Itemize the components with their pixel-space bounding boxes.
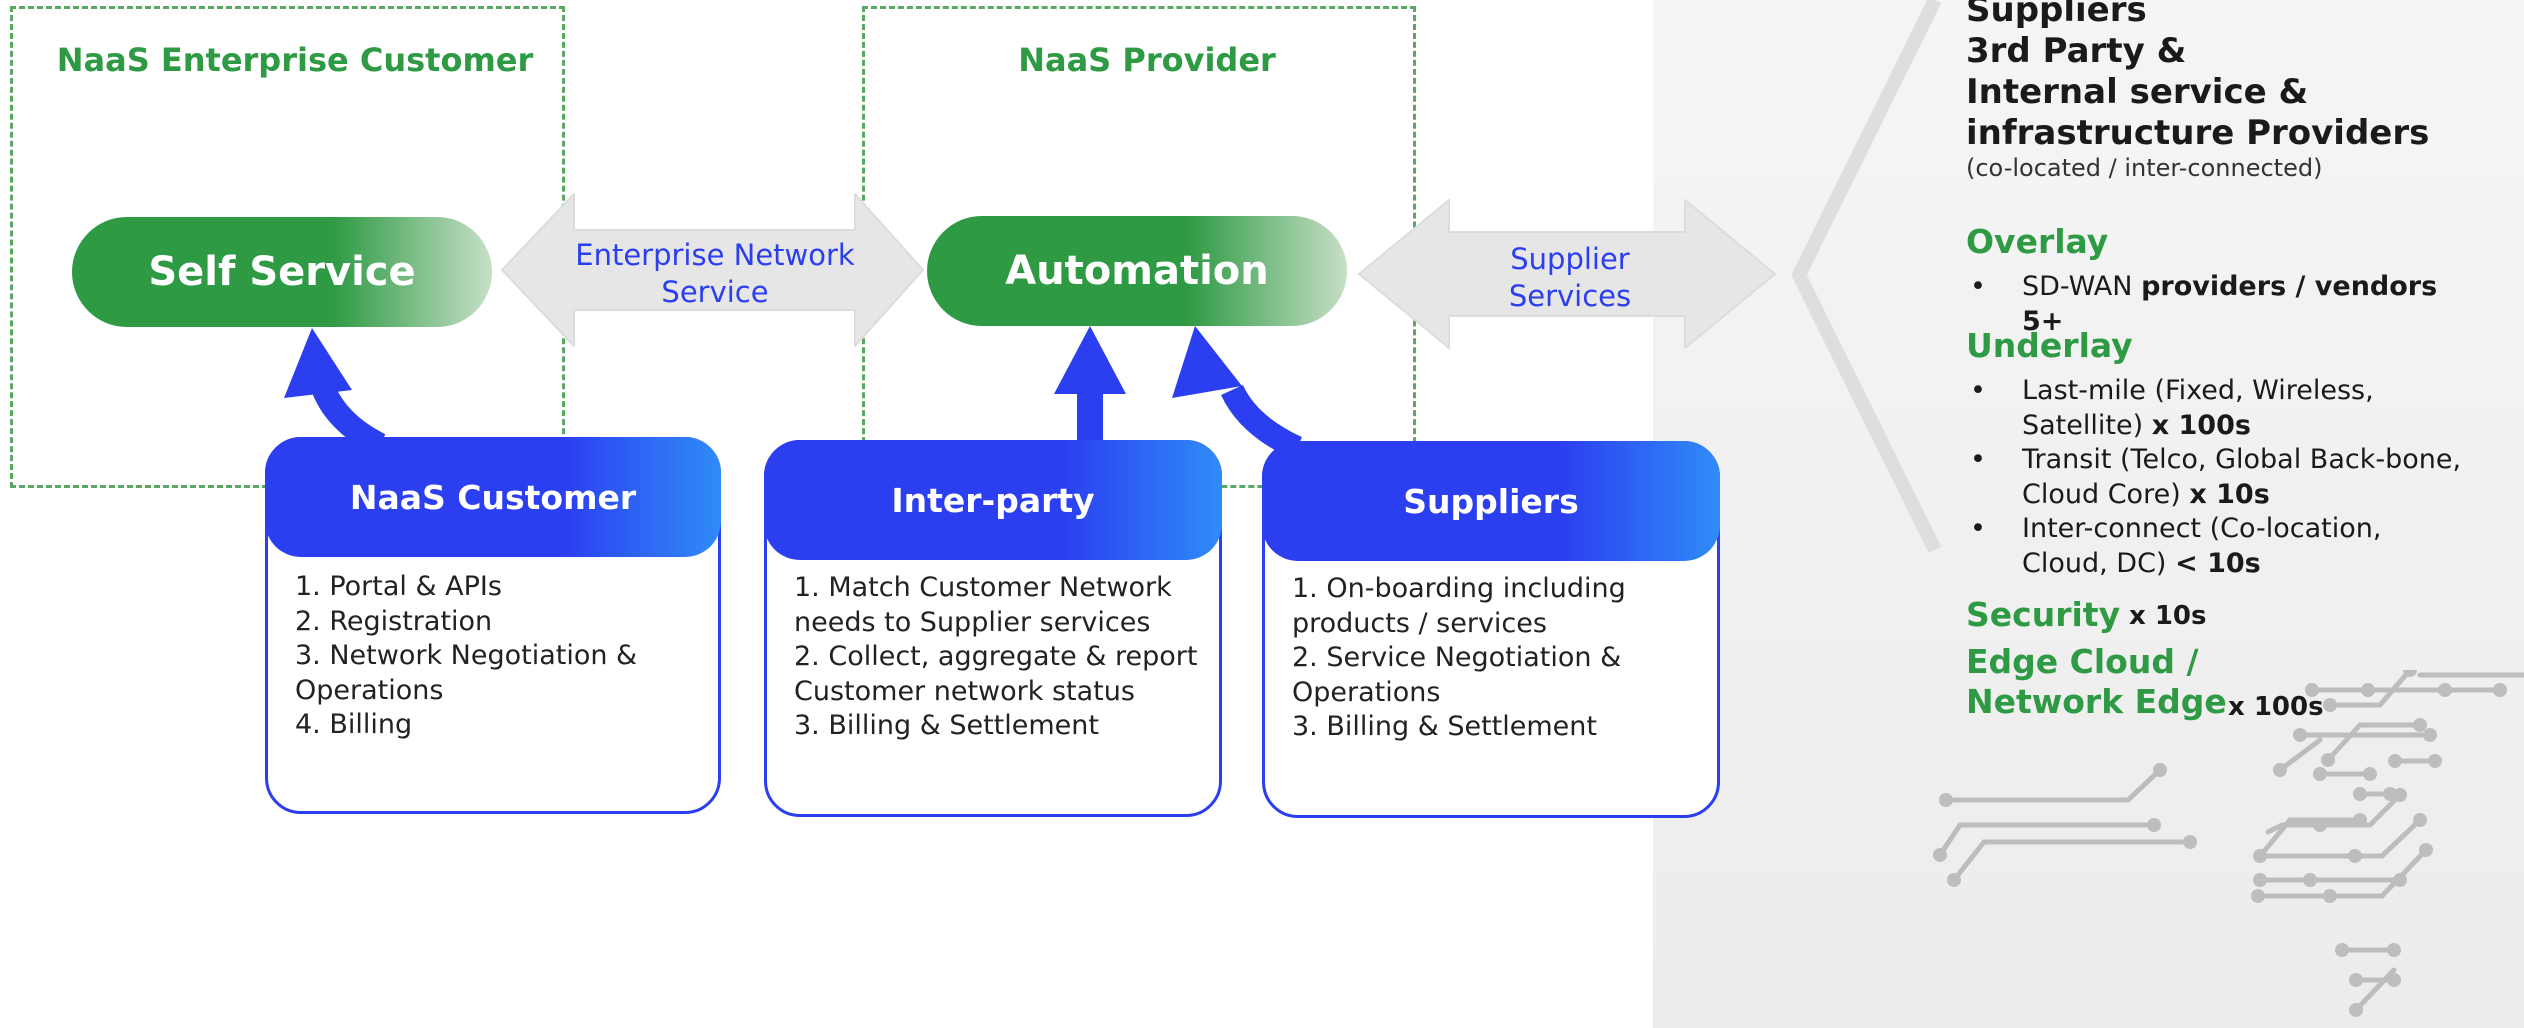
list-item: 1. On-boarding including products / serv… xyxy=(1292,573,1626,639)
suppliers-card-title: Suppliers xyxy=(1262,441,1720,561)
list-item: • Transit (Telco, Global Back-bone, Clou… xyxy=(1966,443,2466,512)
list-item: • Last-mile (Fixed, Wireless, Satellite)… xyxy=(1966,374,2466,443)
customer-to-self-service-arrow xyxy=(284,328,386,450)
inter-party-card-list: 1. Match Customer Network needs to Suppl… xyxy=(794,571,1203,744)
bullet: • xyxy=(1970,375,1986,406)
overlay-title: Overlay xyxy=(1966,222,2109,261)
circuit-decoration xyxy=(1933,670,2524,1017)
automation-pill[interactable]: Automation xyxy=(927,216,1347,326)
naas-customer-card: NaaS Customer 1. Portal & APIs 2. Regist… xyxy=(265,437,721,814)
edge-multiplier: x 100s xyxy=(2228,692,2324,722)
provider-group-title: NaaS Provider xyxy=(1018,41,1276,79)
underlay-item-text: Transit (Telco, Global Back-bone, Cloud … xyxy=(2022,444,2462,510)
interparty-to-automation-arrow xyxy=(1054,326,1126,454)
enterprise-network-service-label: Enterprise Network Service xyxy=(560,237,870,311)
suppliers-heading-line: Internal service & xyxy=(1966,72,2309,112)
self-service-pill[interactable]: Self Service xyxy=(72,217,492,327)
list-item: 3. Network Negotiation & Operations xyxy=(295,640,638,706)
underlay-item-bold: < 10s xyxy=(2175,547,2261,579)
inter-party-card: Inter-party 1. Match Customer Network ne… xyxy=(764,440,1222,817)
list-item: 2. Registration xyxy=(295,605,493,637)
suppliers-card: Suppliers 1. On-boarding including produ… xyxy=(1262,441,1720,818)
list-item: 1. Match Customer Network needs to Suppl… xyxy=(794,572,1172,638)
suppliers-subtitle: (co-located / inter-connected) xyxy=(1966,154,2323,182)
suppliers-card-list: 1. On-boarding including products / serv… xyxy=(1292,572,1677,745)
edge-title-line: Edge Cloud / xyxy=(1966,642,2199,681)
bullet: • xyxy=(1970,271,1986,302)
suppliers-heading-line: 3rd Party & xyxy=(1966,31,2187,71)
bullet: • xyxy=(1970,444,1986,475)
list-item: • SD-WAN providers / vendors 5+ xyxy=(1966,270,2486,339)
suppliers-to-automation-arrow xyxy=(1172,326,1303,459)
underlay-item-text: Last-mile (Fixed, Wireless, Satellite) xyxy=(2022,375,2374,441)
list-item: • Inter-connect (Co-location, Cloud, DC)… xyxy=(1966,512,2466,581)
edge-title-line: Network Edge xyxy=(1966,682,2227,721)
overlay-item-bold: providers / vendors 5+ xyxy=(2022,271,2438,337)
security-multiplier: x 10s xyxy=(2129,601,2207,631)
security-title: Security xyxy=(1966,595,2121,634)
supplier-services-arrow xyxy=(1358,199,1776,349)
enterprise-network-service-arrow xyxy=(501,193,924,347)
overlay-item-text: SD-WAN xyxy=(2022,271,2142,302)
inter-party-card-title: Inter-party xyxy=(764,440,1222,560)
naas-customer-card-title: NaaS Customer xyxy=(265,437,721,557)
bullet: • xyxy=(1970,513,1986,544)
list-item: 2. Service Negotiation & Operations xyxy=(1292,642,1622,708)
suppliers-heading: Suppliers 3rd Party & Internal service &… xyxy=(1966,0,2429,154)
enterprise-label-line2: Service xyxy=(661,275,769,309)
list-item: 1. Portal & APIs xyxy=(295,571,502,602)
supplier-label-line1: Supplier xyxy=(1510,242,1630,276)
edge-title: Edge Cloud / Network Edge xyxy=(1966,642,2227,722)
customer-group-title: NaaS Enterprise Customer xyxy=(56,41,534,79)
underlay-item-bold: x 10s xyxy=(2189,478,2270,510)
supplier-label-line2: Services xyxy=(1508,279,1632,313)
suppliers-bracket xyxy=(1792,0,1942,554)
list-item: 3. Billing & Settlement xyxy=(1292,711,1597,742)
underlay-item-text: Inter-connect (Co-location, Cloud, DC) xyxy=(2022,513,2382,579)
overlay-list: • SD-WAN providers / vendors 5+ xyxy=(1966,270,2486,339)
underlay-list: • Last-mile (Fixed, Wireless, Satellite)… xyxy=(1966,374,2466,581)
supplier-services-label: Supplier Services xyxy=(1455,241,1685,315)
list-item: 3. Billing & Settlement xyxy=(794,710,1099,741)
list-item: 2. Collect, aggregate & report Customer … xyxy=(794,641,1198,707)
list-item: 4. Billing xyxy=(295,709,413,740)
enterprise-label-line1: Enterprise Network xyxy=(575,238,855,272)
suppliers-heading-line: infrastructure Providers xyxy=(1966,113,2430,153)
naas-customer-card-list: 1. Portal & APIs 2. Registration 3. Netw… xyxy=(295,570,678,743)
underlay-item-bold: x 100s xyxy=(2151,409,2251,441)
underlay-title: Underlay xyxy=(1966,326,2133,365)
suppliers-heading-line: Suppliers xyxy=(1966,0,2147,30)
